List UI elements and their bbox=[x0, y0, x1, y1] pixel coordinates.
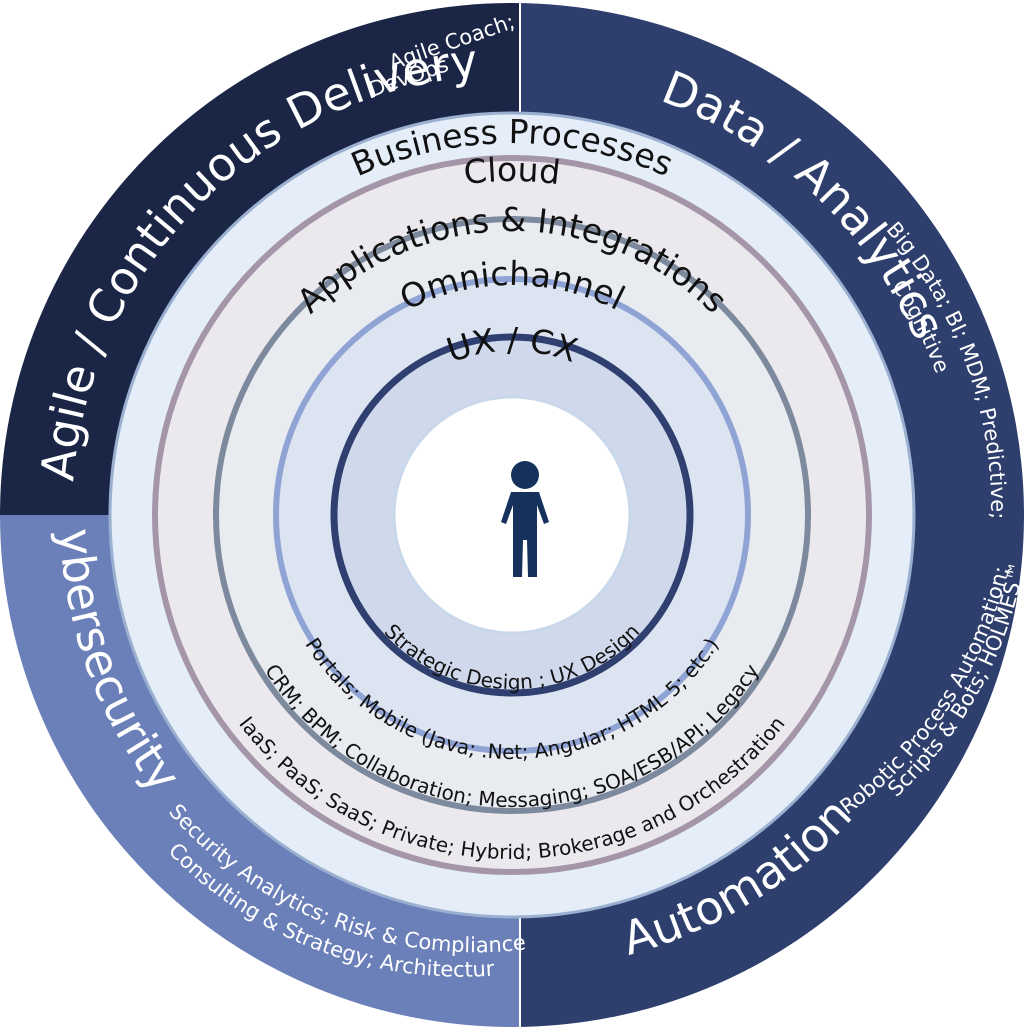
center-circle bbox=[392, 395, 632, 635]
cloud-label: Cloud bbox=[462, 150, 563, 192]
person-icon bbox=[501, 461, 549, 577]
